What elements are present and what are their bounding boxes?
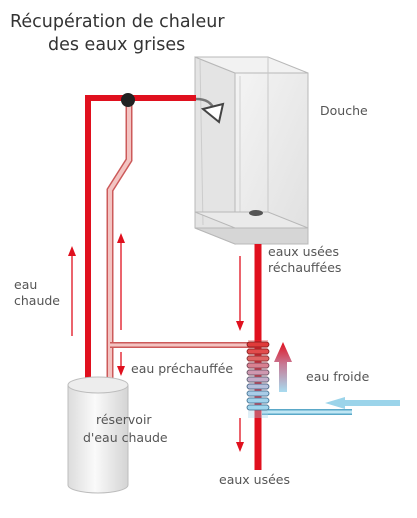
preheated-down-arrow bbox=[117, 352, 125, 376]
cold-water-in-arrow bbox=[325, 397, 400, 409]
label-waste-water: eaux usées bbox=[219, 472, 290, 487]
label-tank-1: réservoir bbox=[96, 412, 152, 427]
hot-water-up-arrow bbox=[68, 246, 76, 336]
label-hot-water-2: chaude bbox=[14, 293, 60, 308]
waste-down-arrow bbox=[236, 418, 244, 452]
title-line-2: des eaux grises bbox=[48, 35, 185, 55]
showerhead-icon bbox=[195, 97, 225, 124]
junction-dot-icon bbox=[121, 93, 135, 107]
label-warm-grey-water-2: réchauffées bbox=[268, 260, 341, 275]
heat-exchanger-coil bbox=[246, 340, 270, 418]
preheated-up-arrow bbox=[117, 233, 125, 330]
shower-cabin bbox=[194, 56, 309, 245]
shower-drain-icon bbox=[249, 210, 263, 216]
hot-water-tank bbox=[67, 376, 129, 494]
label-warm-grey-water-1: eaux usées bbox=[268, 244, 339, 259]
label-shower: Douche bbox=[320, 103, 368, 118]
hot-water-pipe bbox=[85, 95, 196, 380]
label-hot-water-1: eau bbox=[14, 277, 37, 292]
title-line-1: Récupération de chaleur bbox=[10, 12, 225, 32]
label-preheated-water: eau préchauffée bbox=[131, 361, 233, 376]
label-cold-water: eau froide bbox=[306, 369, 370, 384]
warming-up-arrow bbox=[274, 342, 292, 392]
grey-water-down-arrow bbox=[236, 256, 244, 331]
label-tank-2: d'eau chaude bbox=[83, 430, 168, 445]
